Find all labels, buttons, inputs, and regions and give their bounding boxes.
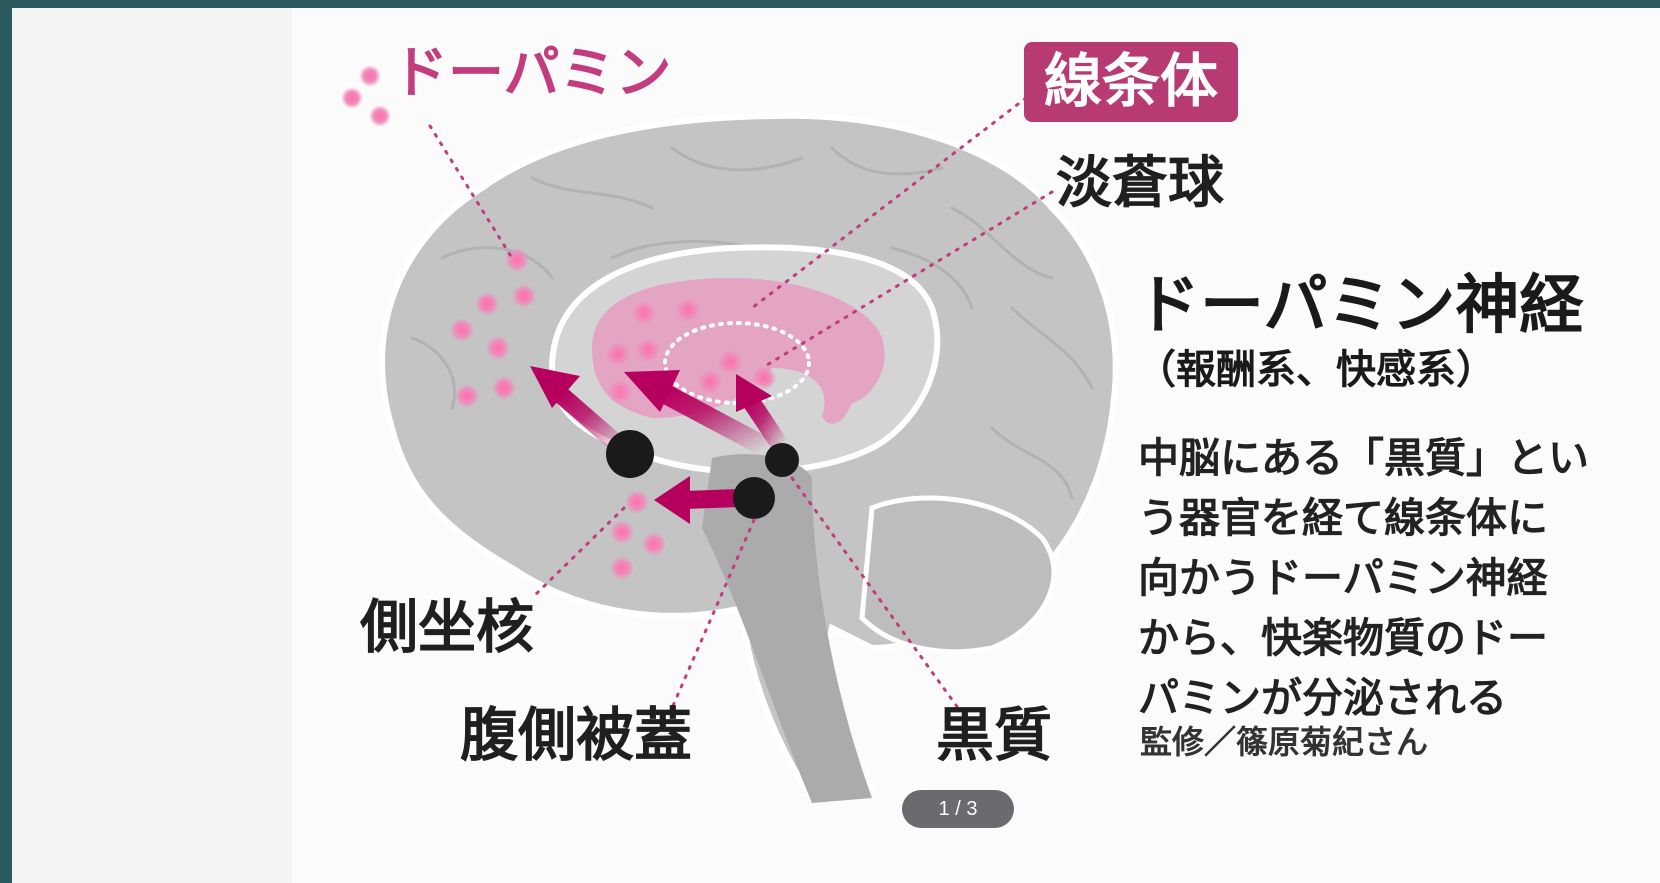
- brain-diagram: [341, 65, 1119, 803]
- label-ventral-tegmental-area: 腹側被蓋: [460, 701, 693, 769]
- leader-lines: [428, 96, 1054, 710]
- label-globus-pallidus: 淡蒼球: [1056, 151, 1224, 216]
- cerebellum: [859, 495, 1057, 655]
- nucleus-accumbens-dot: [606, 430, 654, 478]
- info-description: 中脳にある「黒質」とい う器官を経て線条体に 向かうドーパミン神経 から、快楽物…: [1138, 428, 1638, 728]
- dopamine-particles: [341, 65, 776, 580]
- info-description-line: から、快楽物質のドー: [1138, 614, 1548, 662]
- info-description-line: 中脳にある「黒質」とい: [1138, 434, 1589, 482]
- vta-dot: [733, 477, 775, 519]
- info-description-line: パミンが分泌される: [1138, 674, 1507, 722]
- label-substantia-nigra: 黒質: [936, 701, 1053, 769]
- info-subtitle: （報酬系、快感系）: [1136, 347, 1496, 393]
- info-description-line: 向かうドーパミン神経: [1138, 554, 1548, 602]
- label-dopamine: ドーパミン: [392, 41, 672, 106]
- label-nucleus-accumbens: 側坐核: [360, 593, 535, 661]
- substantia-nigra-dot: [765, 443, 799, 477]
- info-description-line: う器官を経て線条体に: [1138, 494, 1548, 542]
- image-frame: ドーパミン 線条体 淡蒼球 側坐核 腹側被蓋 黒質 ドーパミン神経 （報酬系、快…: [12, 8, 1660, 883]
- label-striatum: 線条体: [1024, 42, 1239, 122]
- page-indicator[interactable]: 1 / 3: [902, 790, 1014, 828]
- info-credit: 監修／篠原菊紀さん: [1140, 723, 1429, 761]
- info-title: ドーパミン神経: [1136, 269, 1584, 343]
